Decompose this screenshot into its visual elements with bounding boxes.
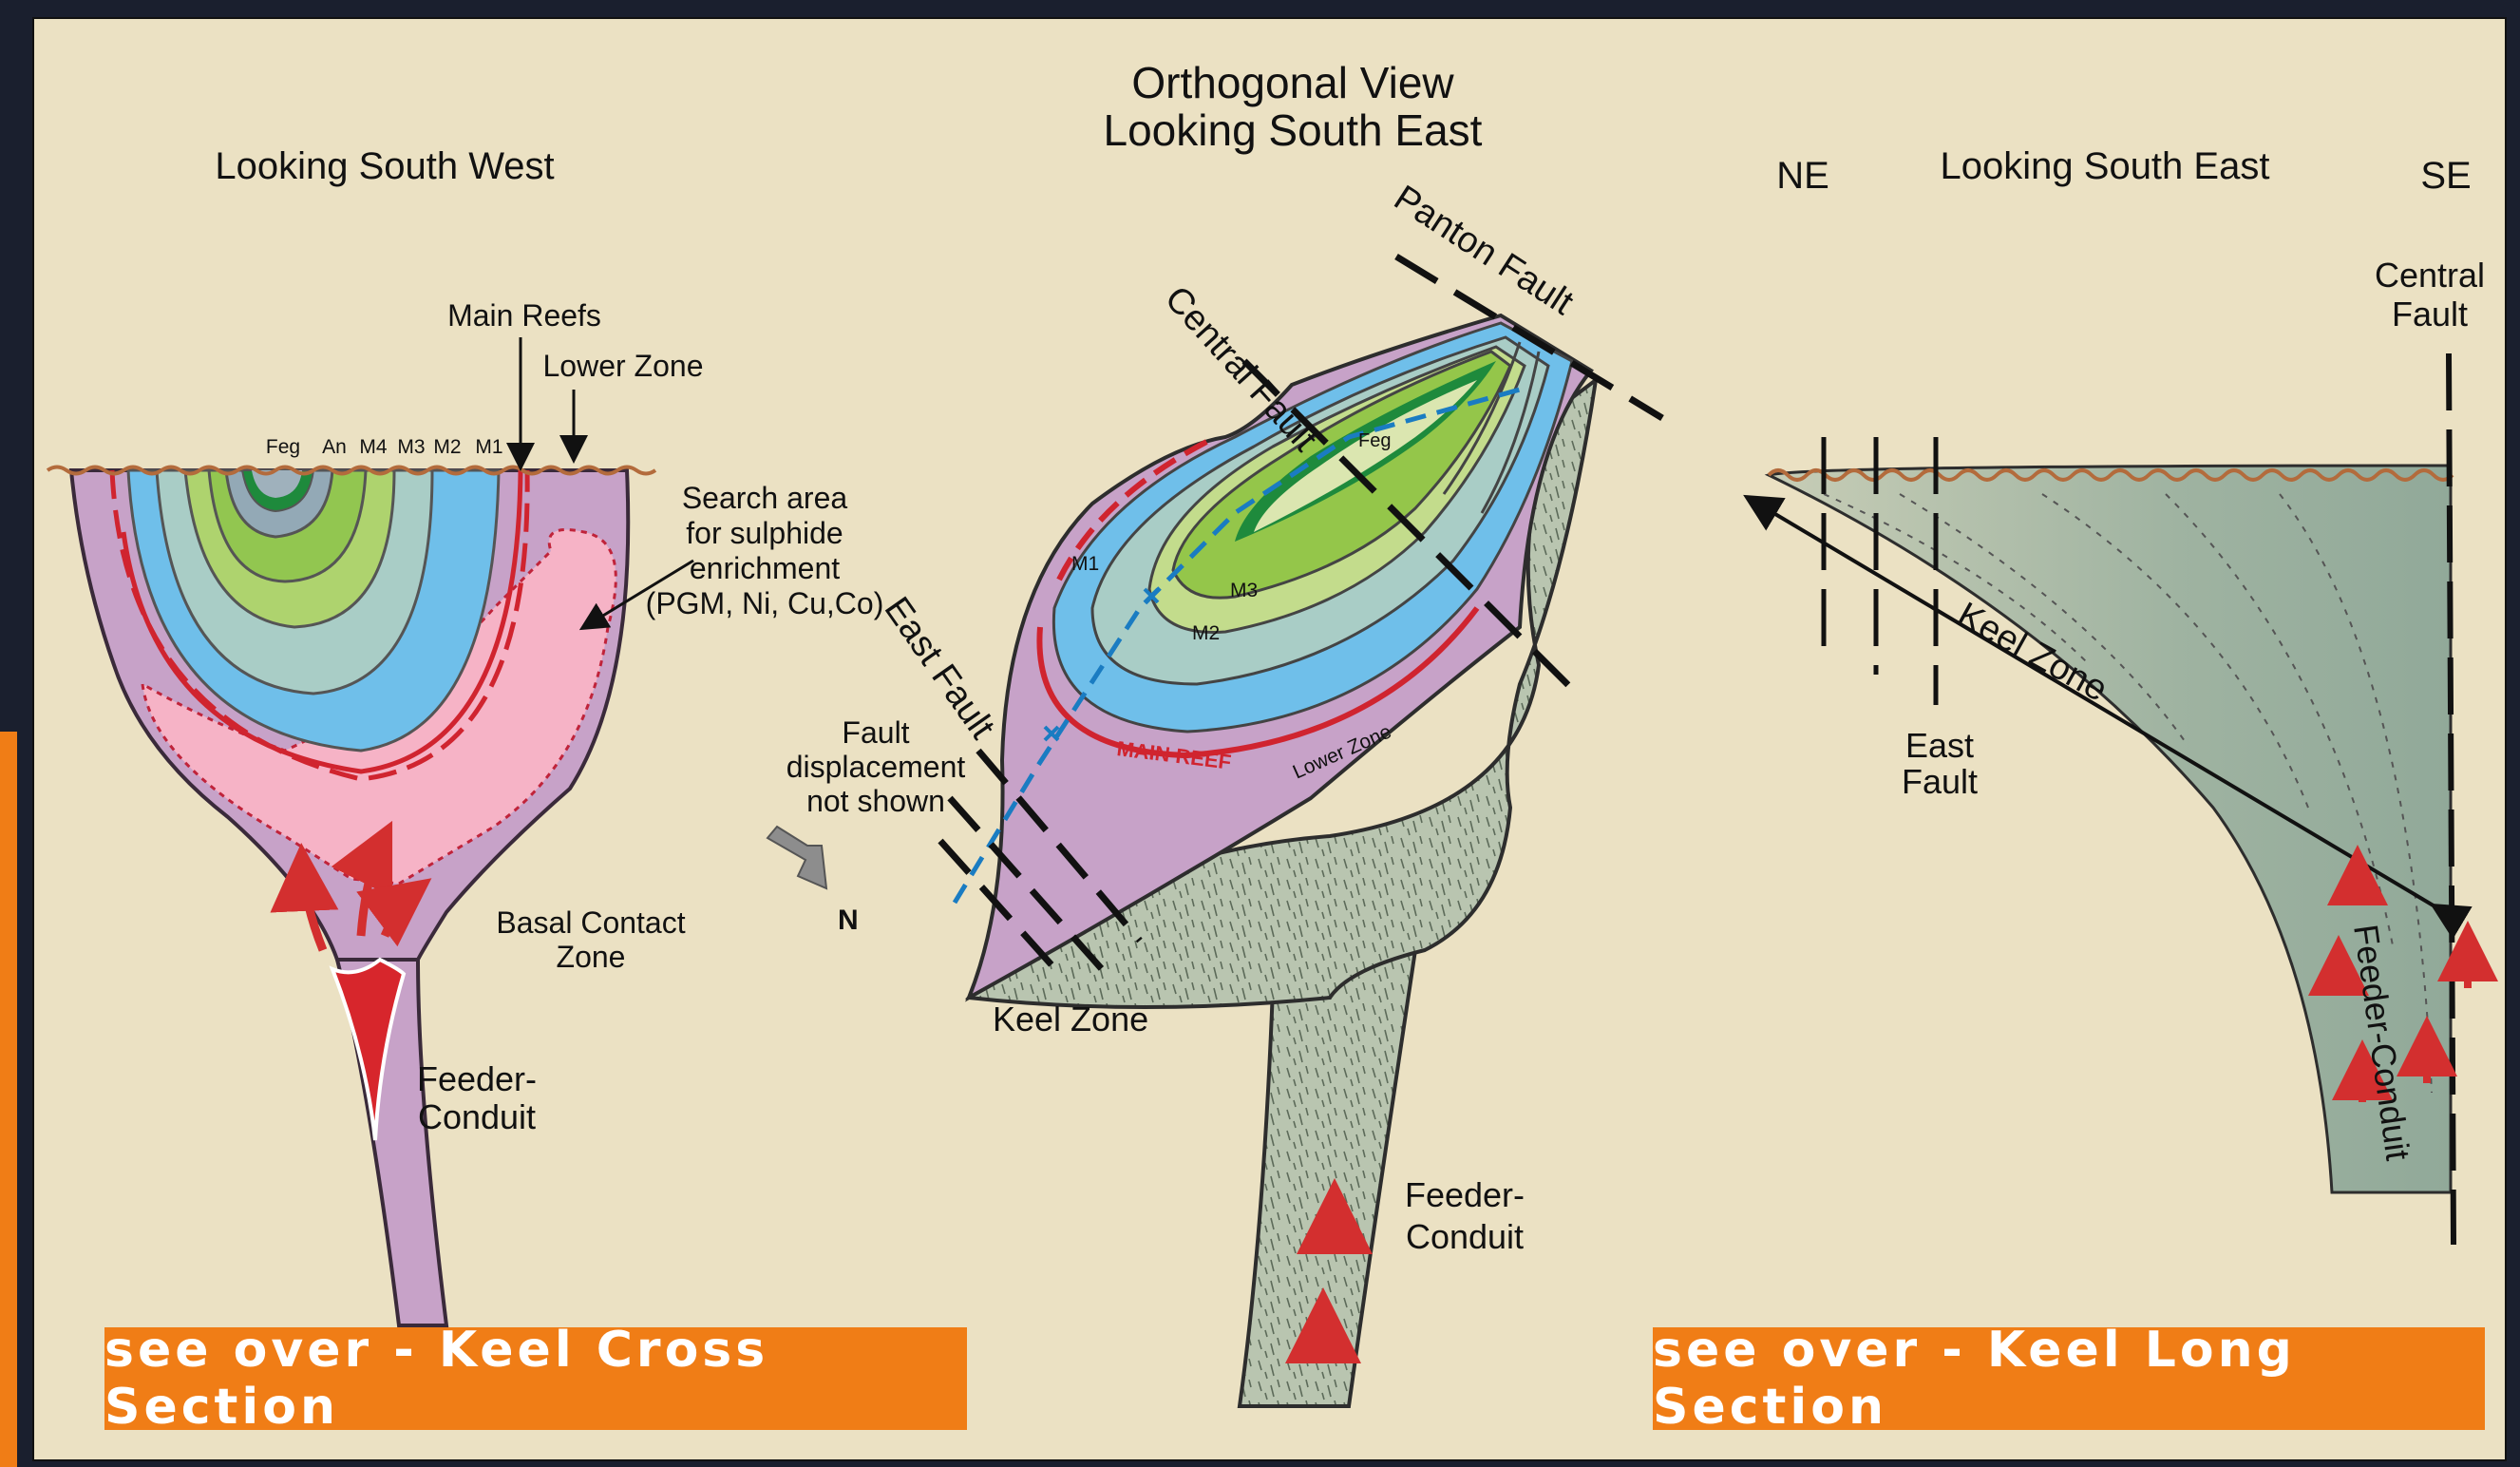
fault-disp-line3: not shown — [806, 784, 945, 818]
se-label: SE — [2420, 155, 2471, 197]
left-lower-zone-label: Lower Zone — [543, 349, 704, 383]
center-title-line1: Orthogonal View — [1131, 58, 1454, 107]
center-feg-label: Feg — [1358, 430, 1391, 451]
ne-label: NE — [1776, 155, 1829, 197]
search-area-line2: for sulphide — [686, 516, 843, 550]
search-area-line3: enrichment — [690, 551, 840, 585]
right-title: Looking South East — [1941, 145, 2270, 187]
main-reefs-label: Main Reefs — [447, 298, 601, 333]
keel-long-section-button[interactable]: see over - Keel Long Section — [1653, 1327, 2485, 1430]
panton-fault-label: Panton Fault — [1387, 178, 1581, 323]
north-label: N — [838, 905, 859, 936]
center-m2-label: M2 — [1192, 622, 1220, 644]
right-east-fault-line2: Fault — [1902, 762, 1978, 801]
center-feeder-line1: Feeder- — [1405, 1175, 1525, 1214]
center-keel-zone-label: Keel Zone — [993, 1000, 1148, 1038]
right-long-section — [1750, 353, 2468, 1245]
center-title-line2: Looking South East — [1104, 105, 1483, 155]
fault-disp-line1: Fault — [842, 715, 909, 750]
left-title: Looking South West — [215, 145, 554, 187]
search-area-line1: Search area — [682, 481, 848, 515]
right-east-fault-line1: East — [1905, 726, 1974, 765]
search-area-line4: (PGM, Ni, Cu,Co) — [646, 586, 884, 620]
right-central-fault-line1: Central — [2375, 256, 2485, 295]
layer-label-m3: M3 — [397, 436, 425, 458]
right-central-fault-line2: Fault — [2392, 295, 2468, 333]
keel-cross-section-button[interactable]: see over - Keel Cross Section — [104, 1327, 967, 1430]
center-m1-label: M1 — [1071, 553, 1099, 575]
center-m3-label: M3 — [1230, 580, 1258, 601]
layer-label-m1: M1 — [475, 436, 502, 458]
basal-contact-line2: Zone — [557, 940, 626, 974]
layer-label-m2: M2 — [433, 436, 461, 458]
left-feeder-line1: Feeder- — [417, 1059, 537, 1098]
left-feeder-line2: Conduit — [418, 1097, 536, 1136]
layer-label-feg: Feg — [266, 436, 300, 458]
fault-disp-line2: displacement — [786, 750, 966, 784]
center-feeder-line2: Conduit — [1406, 1217, 1524, 1256]
left-cross-section — [47, 337, 693, 1325]
layer-label-m4: M4 — [359, 436, 387, 458]
layer-label-an: An — [322, 436, 347, 458]
basal-contact-line1: Basal Contact — [496, 905, 685, 940]
center-orthogonal-view — [767, 257, 1662, 1406]
